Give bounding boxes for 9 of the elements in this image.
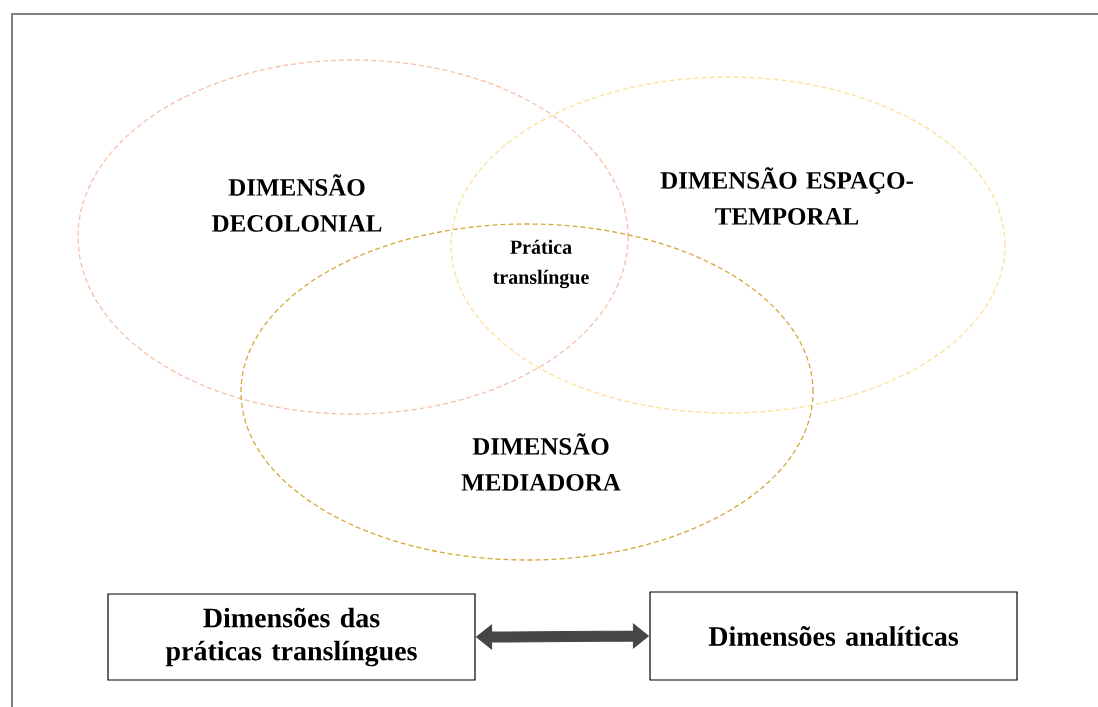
overlap-label: Prática translíngue bbox=[493, 239, 589, 289]
venn-ellipse bbox=[450, 76, 1006, 414]
ellipse-label: DIMENSÃO MEDIADORA bbox=[461, 433, 621, 491]
double-arrow bbox=[476, 623, 649, 650]
ellipse-label: DIMENSÃO ESPAÇO-TEMPORAL bbox=[660, 167, 913, 225]
text-box: Dimensões analíticas bbox=[649, 591, 1018, 681]
text-box: Dimensões das práticas translíngues bbox=[107, 593, 476, 681]
ellipse-label: DIMENSÃO DECOLONIAL bbox=[212, 174, 382, 232]
venn-ellipse bbox=[77, 59, 629, 415]
